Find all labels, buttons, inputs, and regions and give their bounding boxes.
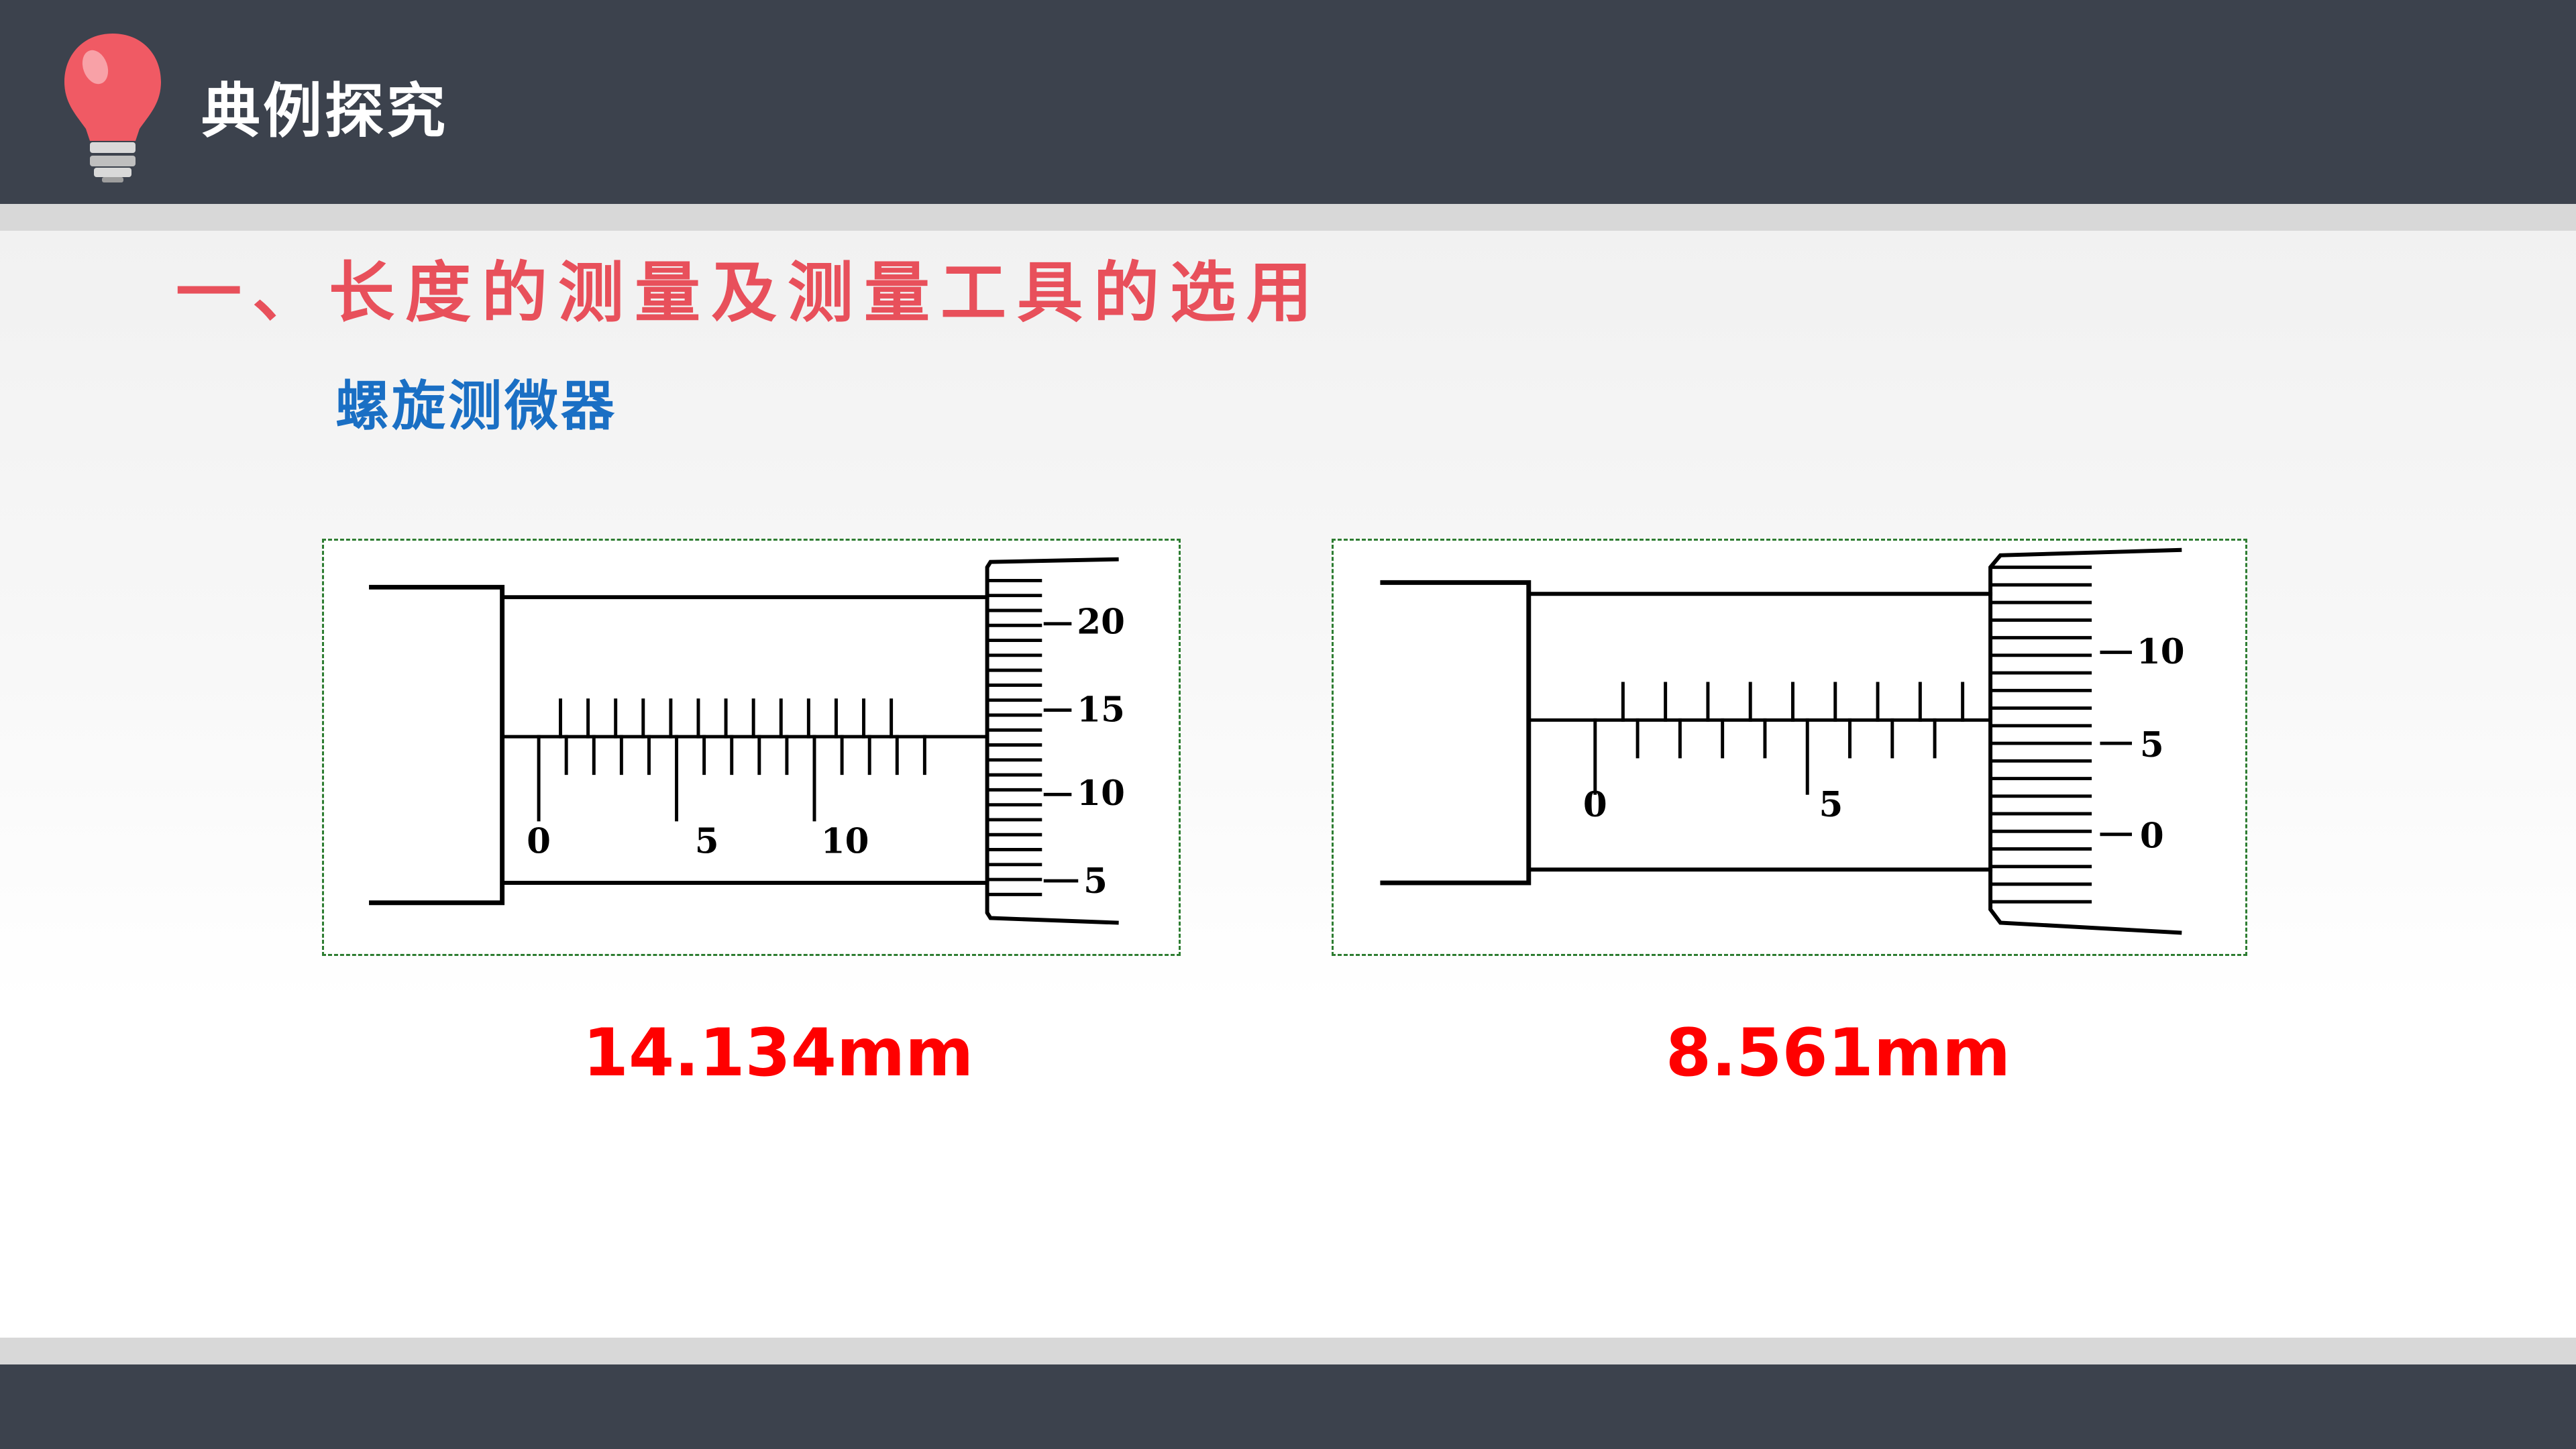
- thimble-label: 5: [2140, 725, 2164, 765]
- header-title: 典例探究: [201, 76, 449, 146]
- thimble-label: 5: [1083, 861, 1108, 902]
- micrometer-diagram-2: 0 5 10 5 0: [1332, 539, 2247, 956]
- reading-answer-2: 8.561mm: [1665, 1015, 2011, 1091]
- header-bar: [0, 0, 2576, 204]
- footer-stripe: [0, 1338, 2576, 1364]
- fixed-scale-label: 5: [1819, 785, 1843, 825]
- light-bulb-icon: [64, 34, 161, 182]
- fixed-scale-label: 5: [695, 821, 719, 861]
- fixed-scale-label: 0: [1583, 785, 1607, 825]
- thimble-label: 10: [1077, 773, 1125, 814]
- section-title: 一、长度的测量及测量工具的选用: [176, 254, 1324, 331]
- fixed-scale-label: 10: [821, 821, 869, 861]
- footer-bar: [0, 1364, 2576, 1449]
- micrometer-diagram-1: 0 5 10 20 15 10 5: [322, 539, 1181, 956]
- thimble-label: 10: [2137, 632, 2185, 672]
- micrometer-drawing-2: 0 5 10 5 0: [1380, 547, 2185, 935]
- thimble-label: 0: [2140, 816, 2164, 857]
- micrometer-drawing-1: 0 5 10 20 15 10 5: [369, 557, 1125, 925]
- fixed-scale-label: 0: [527, 821, 551, 861]
- header-stripe: [0, 204, 2576, 231]
- reading-answer-1: 14.134mm: [582, 1015, 974, 1091]
- thimble-label: 20: [1077, 602, 1125, 643]
- thimble-label: 15: [1077, 690, 1125, 730]
- subsection-title: 螺旋测微器: [335, 374, 617, 437]
